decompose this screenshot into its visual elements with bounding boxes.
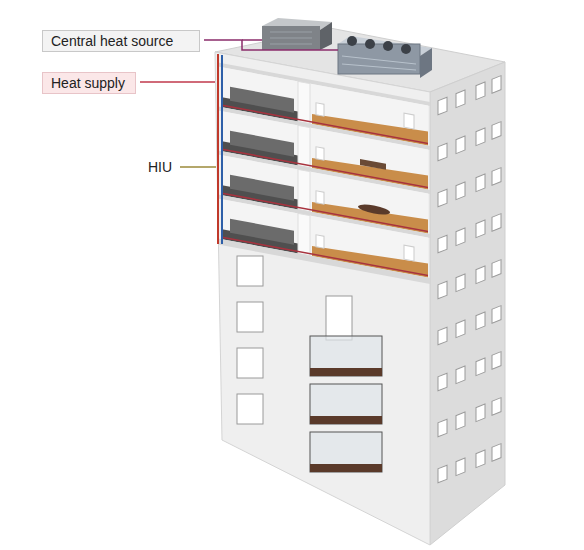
heat-source-unit	[262, 18, 332, 50]
callout-text: Central heat source	[51, 33, 191, 49]
cutaway-floors	[218, 63, 430, 284]
side-windows	[438, 76, 501, 483]
callout-box: Central heat source	[42, 30, 200, 52]
callout-text: Heat supply	[51, 75, 127, 91]
leader-line	[242, 39, 262, 41]
windows	[237, 256, 263, 424]
leader-line	[180, 166, 216, 168]
leader-line	[204, 40, 338, 50]
front-face	[215, 52, 430, 545]
leader-line	[140, 81, 215, 83]
balconies	[310, 296, 382, 472]
heat-pump-unit	[338, 36, 432, 78]
return-pipe	[221, 55, 223, 244]
part-label: HIU	[148, 159, 172, 175]
supply-pipe	[217, 54, 219, 244]
callout-box: Heat supply	[42, 72, 136, 94]
side-face	[430, 62, 505, 545]
